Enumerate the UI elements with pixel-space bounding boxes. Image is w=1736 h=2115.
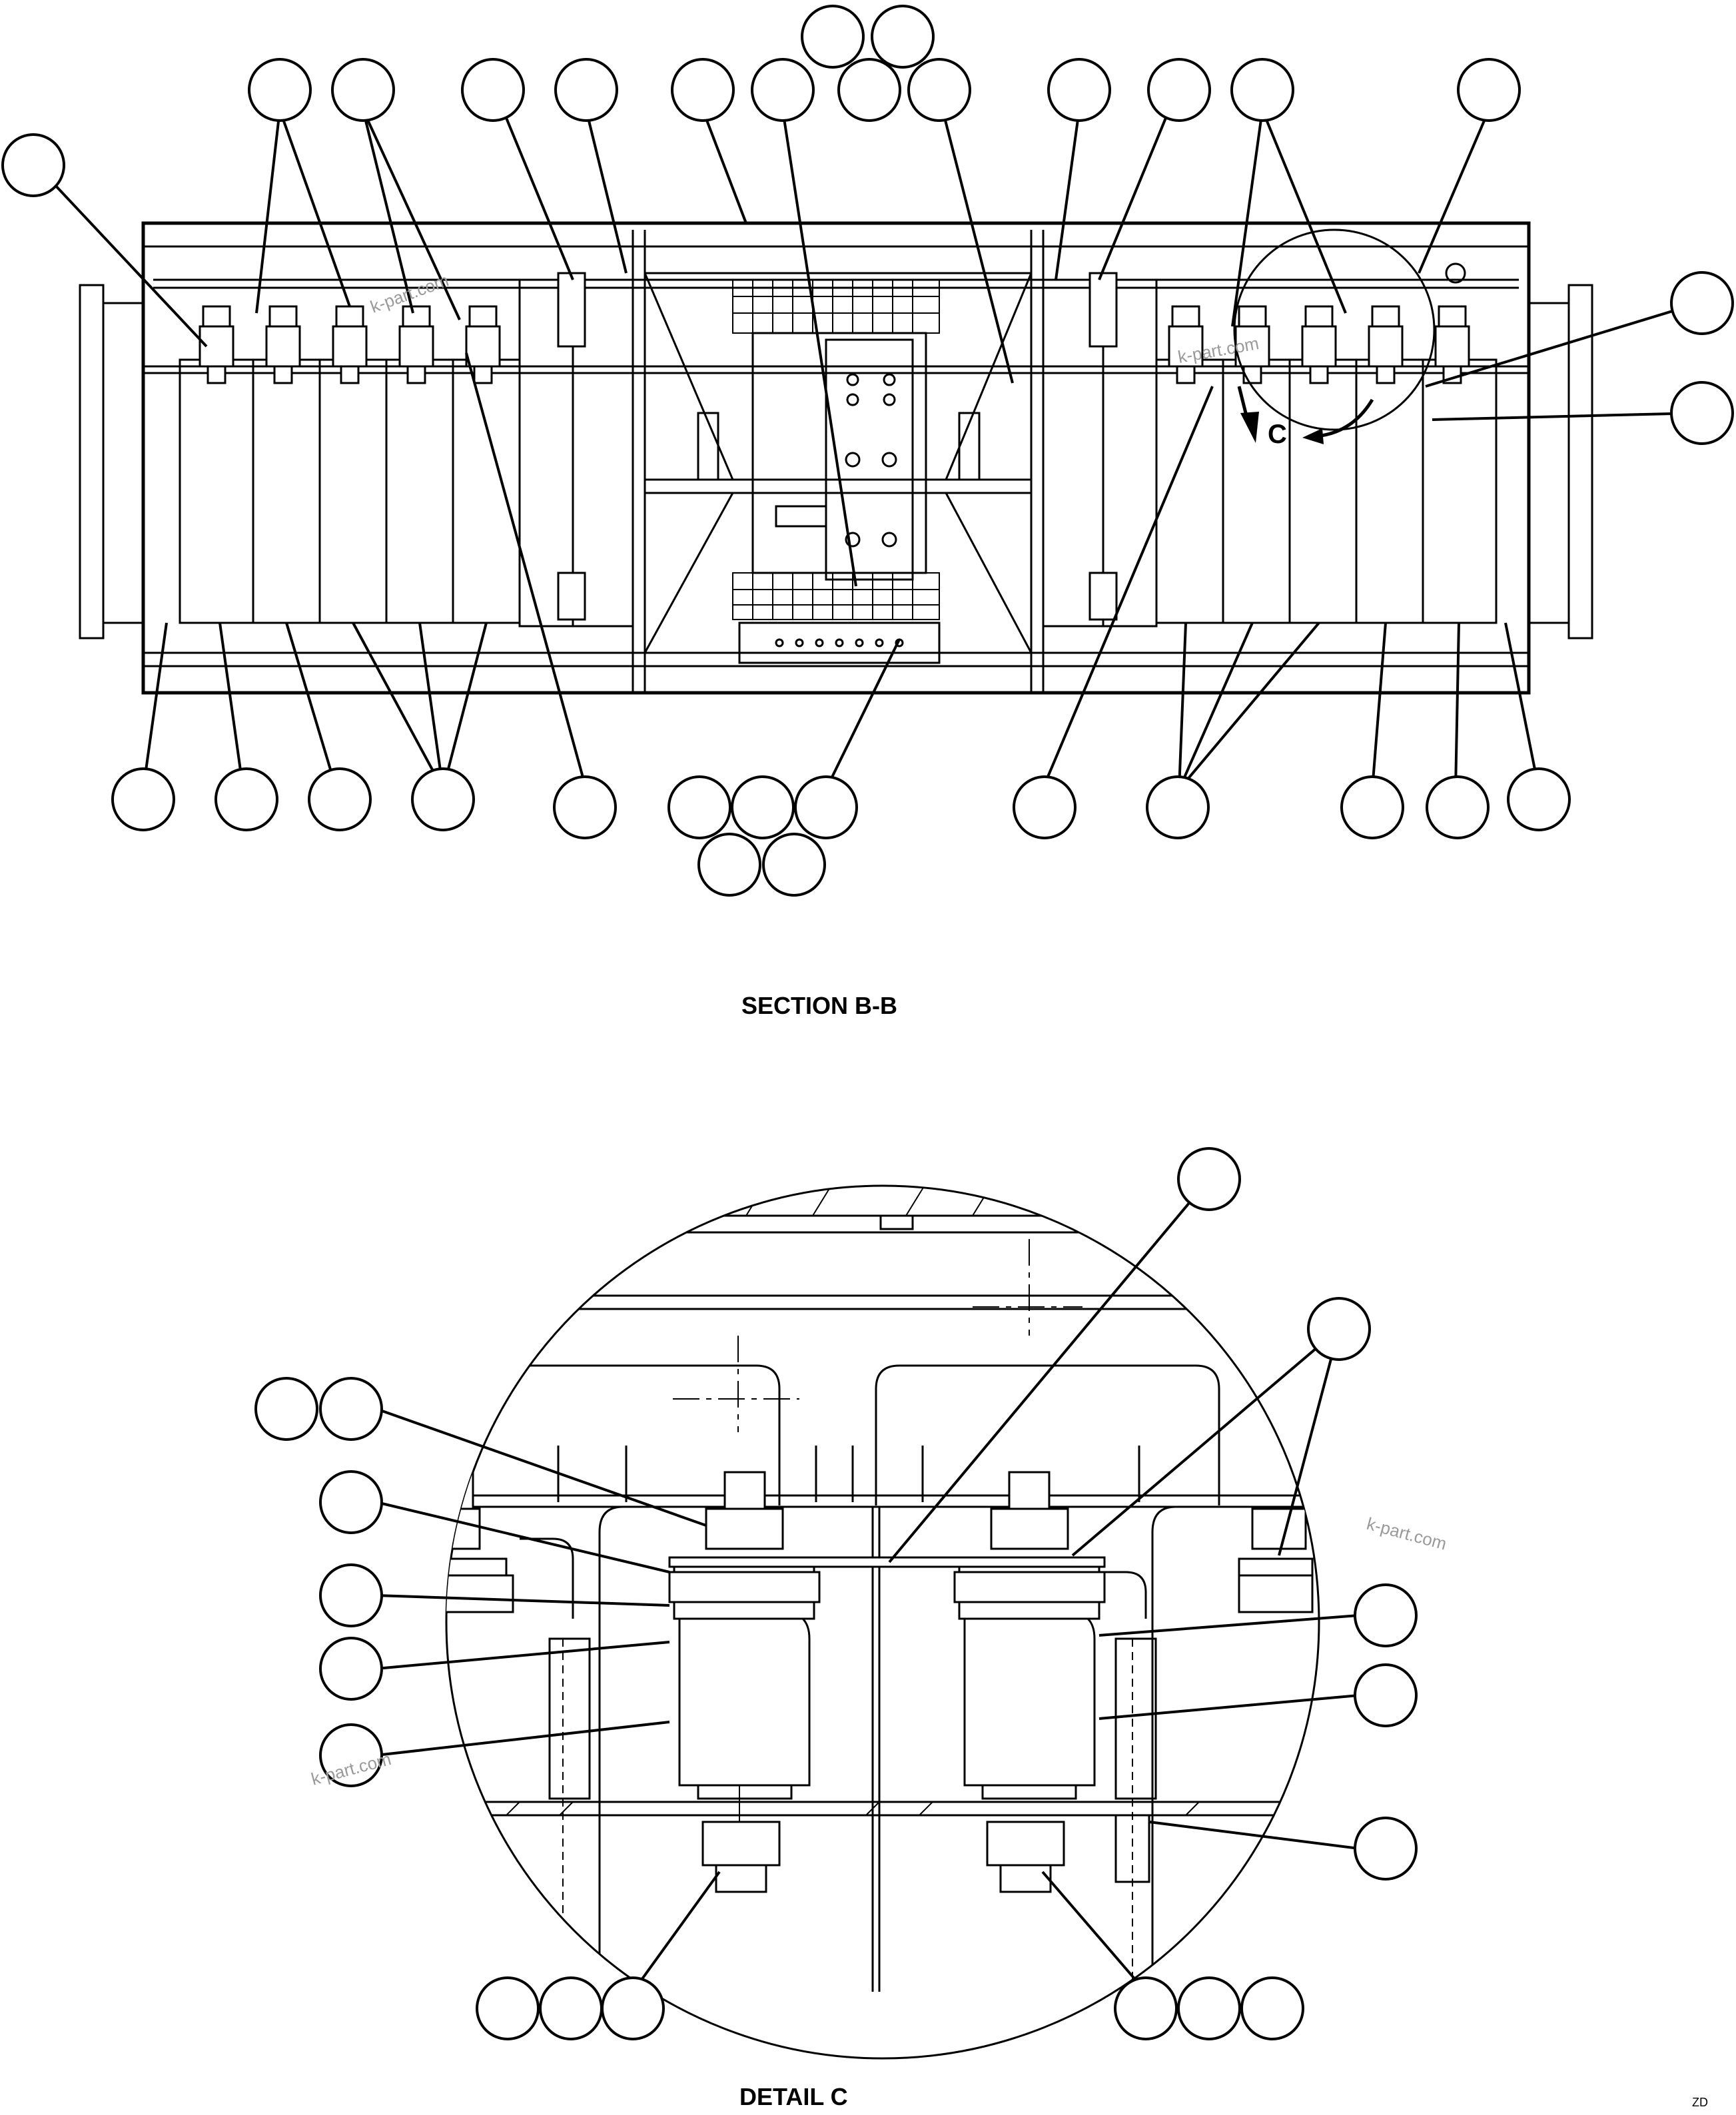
callout-bubble — [215, 767, 278, 831]
callout-bubble — [1147, 58, 1211, 122]
callout-bubble — [762, 833, 826, 897]
callout-bubble — [1457, 58, 1521, 122]
callout-bubble — [837, 58, 901, 122]
callout-bubble — [1670, 381, 1734, 445]
callout-bubble — [1177, 1976, 1241, 2040]
callout-bubble — [1307, 1297, 1371, 1361]
callout-bubble — [554, 58, 618, 122]
callout-bubble — [1177, 1147, 1241, 1211]
callout-bubble — [697, 833, 761, 897]
watermark: k-part.com — [1364, 1513, 1448, 1554]
callout-bubble — [794, 775, 858, 839]
callout-bubble — [319, 1470, 383, 1534]
callout-bubble — [539, 1976, 603, 2040]
callout-bubble — [1114, 1976, 1178, 2040]
callout-bubble — [907, 58, 971, 122]
callout-bubble — [1, 133, 65, 197]
callout-bubble — [751, 58, 815, 122]
detail-c-caption: DETAIL C — [739, 2083, 848, 2110]
section-callout-bubbles — [1, 5, 1734, 897]
callout-bubble — [1340, 775, 1404, 839]
section-b-b-caption: SECTION B-B — [741, 992, 897, 1019]
detail-c-marker: C — [1268, 420, 1287, 449]
callout-bubble — [319, 1723, 383, 1787]
callout-bubble — [319, 1377, 383, 1441]
callout-bubble — [331, 58, 395, 122]
callout-bubble — [254, 1377, 318, 1441]
callout-bubble — [1354, 1583, 1418, 1647]
detail-callout-bubbles — [254, 1147, 1418, 2040]
callout-bubble — [1507, 767, 1571, 831]
callout-bubble — [1240, 1976, 1304, 2040]
callout-bubble — [553, 775, 617, 839]
callout-bubble — [476, 1976, 540, 2040]
callout-bubble — [319, 1563, 383, 1627]
drawing-code: ZD — [1692, 2096, 1708, 2109]
callout-bubble — [1146, 775, 1210, 839]
callout-bubble — [1354, 1817, 1418, 1881]
callout-bubble — [801, 5, 865, 69]
callout-bubble — [411, 767, 475, 831]
callout-bubble — [1047, 58, 1111, 122]
callout-bubble — [308, 767, 372, 831]
callout-bubble — [1354, 1663, 1418, 1727]
detail-leader-lines — [376, 1178, 1360, 1993]
callout-bubble — [1230, 58, 1294, 122]
callout-bubble — [111, 767, 175, 831]
section-leader-lines — [52, 109, 1699, 791]
callout-bubble — [871, 5, 935, 69]
callout-bubble — [731, 775, 795, 839]
callout-bubble — [1426, 775, 1490, 839]
callout-bubble — [671, 58, 735, 122]
callout-bubble — [1670, 271, 1734, 335]
detail-c-drawing — [445, 1184, 1320, 2060]
callout-bubble — [1013, 775, 1077, 839]
callout-bubble — [667, 775, 731, 839]
callout-bubble — [461, 58, 525, 122]
callout-bubble — [601, 1976, 665, 2040]
callout-bubble — [248, 58, 312, 122]
section-b-b-drawing: C — [79, 221, 1593, 695]
callout-bubble — [319, 1637, 383, 1701]
